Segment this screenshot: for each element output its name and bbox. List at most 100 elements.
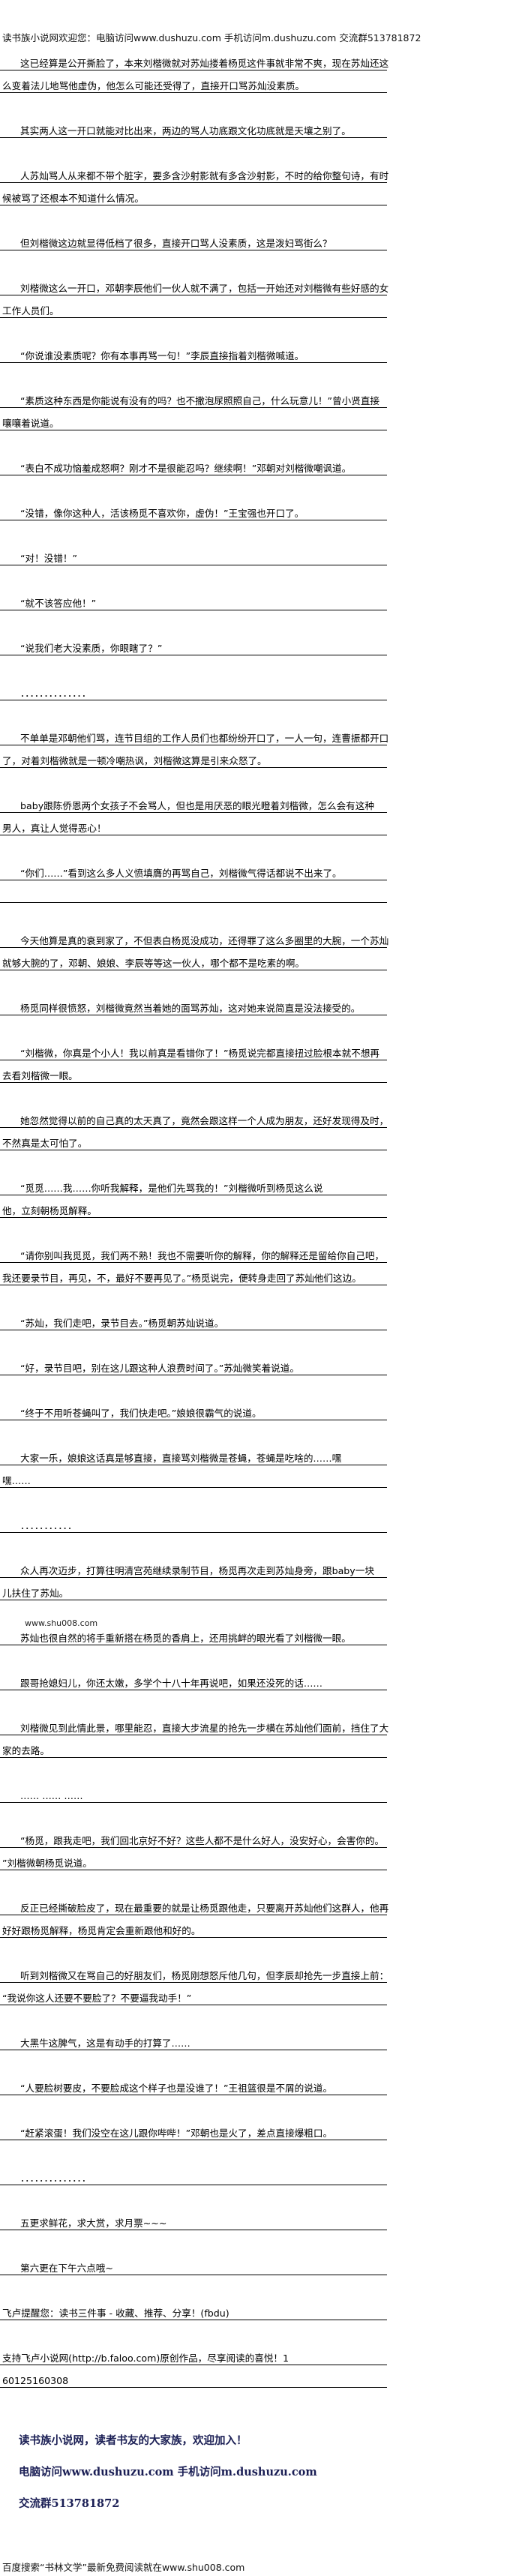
line-text: 她忽然觉得以前的自己真的太天真了，竟然会跟这样一个人成为朋友，还好发现得及时，	[20, 1115, 389, 1126]
line-text: 了，对着刘楷微就是一顿冷嘲热讽，刘楷微这算是引来众怒了。	[2, 755, 267, 766]
paragraph: 不单单是邓朝他们骂，连节目组的工作人员们也都纷纷开口了，一人一句，连曹振都开口了…	[0, 723, 389, 768]
line-text: 不单单是邓朝他们骂，连节目组的工作人员们也都纷纷开口了，一人一句，连曹振都开口	[20, 733, 389, 744]
line-text: 支持飞卢小说网(http://b.faloo.com)原创作品，尽享阅读的喜悦！…	[2, 2353, 290, 2364]
line-text: 这已经算是公开撕脸了，本来刘楷微就对苏灿搂着杨觅这件事就非常不爽，现在苏灿还这	[20, 58, 389, 69]
paragraph: …… …… ……	[0, 1780, 387, 1803]
line-text: ．．．．．．．．．．．	[20, 1520, 77, 1531]
paragraph: “终于不用听苍蝇叫了，我们快走吧。”娘娘很霸气的说道。	[0, 1398, 387, 1420]
line-text: 好好跟杨觅解释，杨觅肯定会重新跟他和好的。	[2, 1925, 201, 1936]
text-line: ．．．．．．．．．．．．．．	[0, 2163, 387, 2185]
text-line: 60125160308	[0, 2365, 387, 2388]
paragraph: 跟哥抢媳妇儿，你还太嫩，多学个十八十年再说吧，如果还没死的话……	[0, 1668, 387, 1690]
line-text: 人苏灿骂人从来都不带个脏字，要多含沙射影就有多含沙射影，不时的给你整句诗，有时	[20, 170, 389, 181]
paragraph: 人苏灿骂人从来都不带个脏字，要多含沙射影就有多含沙射影，不时的给你整句诗，有时候…	[0, 160, 389, 205]
line-text: “赶紧滚蛋！我们没空在这儿跟你哔哔！”邓朝也是火了，差点直接爆粗口。	[20, 2128, 333, 2139]
line-text: 跟哥抢媳妇儿，你还太嫩，多学个十八十年再说吧，如果还没死的话……	[20, 1678, 322, 1689]
paragraph: ．．．．．．．．．．．．．．	[0, 2163, 387, 2185]
line-text: 第六更在下午六点哦~	[20, 2263, 113, 2274]
paragraph: “你们……”看到这么多人义愤填膺的再骂自己，刘楷微气得话都说不出来了。	[0, 858, 387, 903]
text-line: 人苏灿骂人从来都不带个脏字，要多含沙射影就有多含沙射影，不时的给你整句诗，有时	[0, 160, 389, 183]
paragraph: 大黑牛这脾气，这是有动手的打算了……	[0, 2028, 387, 2050]
paragraph: 她忽然觉得以前的自己真的太天真了，竟然会跟这样一个人成为朋友，还好发现得及时， 不…	[0, 1105, 389, 1150]
line-text: “就不该答应他！”	[20, 598, 97, 609]
text-line: 我还要录节目，再见，不，最好不要再见了。”杨觅说完，便转身走回了苏灿他们这边。	[0, 1263, 387, 1285]
line-text: 候被骂了还根本不知道什么情况。	[2, 193, 144, 204]
text-line: ．．．．．．．．．．．	[0, 1510, 387, 1533]
text-line: …… …… ……	[0, 1780, 387, 1803]
text-line: “赶紧滚蛋！我们没空在这儿跟你哔哔！”邓朝也是火了，差点直接爆粗口。	[0, 2118, 387, 2140]
paragraph: 这已经算是公开撕脸了，本来刘楷微就对苏灿搂着杨觅这件事就非常不爽，现在苏灿还这么…	[0, 48, 389, 93]
line-text: “你说谁没素质呢？你有本事再骂一句！”李辰直接指着刘楷微喊道。	[20, 350, 304, 361]
text-line: 今天他算是真的衰到家了，不但表白杨觅没成功，还得罪了这么多圈里的大腕，一个苏灿	[0, 925, 388, 948]
line-text: 么变着法儿地骂他虚伪，他怎么可能还受得了，直接开口骂苏灿没素质。	[2, 80, 304, 91]
line-text: 刘楷微这么一开口，邓朝李辰他们一伙人就不满了，包括一开始还对刘楷微有些好感的女	[20, 283, 389, 294]
paragraph: “杨觅，跟我走吧，我们回北京好不好？这些人都不是什么好人，没安好心，会害你的。”…	[0, 1825, 387, 1870]
line-text: “对！没错！”	[20, 553, 78, 564]
paragraph: 飞卢提醒您：读书三件事 - 收藏、推荐、分享！(fbdu)	[0, 2298, 387, 2320]
footer-access-links[interactable]: 电脑访问www.dushuzu.com 手机访问m.dushuzu.com	[19, 2466, 317, 2479]
line-text: 反正已经撕破脸皮了，现在最重要的就是让杨觅跟他走，只要离开苏灿他们这群人，他再	[20, 1903, 389, 1914]
text-line: 么变着法儿地骂他虚伪，他怎么可能还受得了，直接开口骂苏灿没素质。	[0, 70, 387, 93]
line-text: 就够大腕的了，邓朝、娘娘、李辰等等这一伙人，哪个都不是吃素的啊。	[2, 958, 304, 969]
text-line: 跟哥抢媳妇儿，你还太嫩，多学个十八十年再说吧，如果还没死的话……	[0, 1668, 387, 1690]
text-line: ．．．．．．．．．．．．．．	[0, 678, 387, 700]
line-text: “好，录节目吧，别在这儿跟这种人浪费时间了。”苏灿微笑着说道。	[20, 1363, 299, 1374]
line-text: 苏灿也很自然的将手重新搭在杨觅的香肩上，还用挑衅的眼光看了刘楷微一眼。	[20, 1633, 351, 1644]
line-text: 听到刘楷微又在骂自己的好朋友们，杨觅刚想怒斥他几句，但李辰却抢先一步直接上前：	[20, 1970, 389, 1981]
site-header-notice: 读书族小说网欢迎您：电脑访问www.dushuzu.com 手机访问m.dush…	[2, 32, 422, 43]
text-line: 嘿……	[0, 1465, 387, 1488]
text-line: “人要脸树要皮，不要脸成这个样子也是没谁了！”王祖篮很是不屑的说道。	[0, 2073, 387, 2095]
text-line: baby跟陈侨恩两个女孩子不会骂人，但也是用厌恶的眼光瞪着刘楷微，怎么会有这种	[0, 790, 387, 813]
text-line: 其实两人这一开口就能对比出来，两边的骂人功底跟文化功底就是天壤之别了。	[0, 115, 387, 138]
text-line: 不单单是邓朝他们骂，连节目组的工作人员们也都纷纷开口了，一人一句，连曹振都开口	[0, 723, 389, 745]
text-line: 他，立刻朝杨觅解释。	[0, 1195, 387, 1218]
paragraph: “觅觅……我……你听我解释，是他们先骂我的！”刘楷微听到杨觅这么说他，立刻朝杨觅…	[0, 1173, 387, 1218]
paragraph: ．．．．．．．．．．．	[0, 1510, 387, 1533]
text-line: 支持飞卢小说网(http://b.faloo.com)原创作品，尽享阅读的喜悦！…	[0, 2343, 387, 2365]
line-text: “你们……”看到这么多人义愤填膺的再骂自己，刘楷微气得话都说不出来了。	[20, 868, 342, 879]
line-text: baby跟陈侨恩两个女孩子不会骂人，但也是用厌恶的眼光瞪着刘楷微，怎么会有这种	[20, 800, 374, 811]
line-text: “刘楷微，你真是个小人！我以前真是看错你了！”杨觅说完都直接扭过脸根本就不想再	[20, 1048, 380, 1059]
text-line: “对！没错！”	[0, 543, 387, 565]
text-line: “我说你这人还要不要脸了？不要逼我动手！”	[0, 1983, 387, 2005]
line-text: 刘楷微见到此情此景，哪里能忍，直接大步流星的抢先一步横在苏灿他们面前，挡住了大	[20, 1723, 389, 1734]
text-line: 反正已经撕破脸皮了，现在最重要的就是让杨觅跟他走，只要离开苏灿他们这群人，他再	[0, 1893, 389, 1915]
footer-group-number: 交流群513781872	[19, 2497, 120, 2510]
text-line: “素质这种东西是你能说有没有的吗？也不撒泡尿照照自己，什么玩意儿！”曾小贤直接	[0, 385, 387, 408]
line-text: 众人再次迈步，打算往明清宫苑继续录制节目，杨觅再次走到苏灿身旁，跟baby一块	[20, 1565, 374, 1576]
line-text: ”刘楷微朝杨觅说道。	[2, 1858, 92, 1869]
line-text: “素质这种东西是你能说有没有的吗？也不撒泡尿照照自己，什么玩意儿！”曾小贤直接	[20, 395, 380, 406]
line-text: 大黑牛这脾气，这是有动手的打算了……	[20, 2038, 190, 2049]
paragraph: 第六更在下午六点哦~	[0, 2253, 387, 2275]
text-line: “终于不用听苍蝇叫了，我们快走吧。”娘娘很霸气的说道。	[0, 1398, 387, 1420]
text-line: 了，对着刘楷微就是一顿冷嘲热讽，刘楷微这算是引来众怒了。	[0, 745, 387, 768]
line-text: 儿扶住了苏灿。	[2, 1588, 69, 1599]
line-text: 五更求鲜花，求大赏，求月票~~~	[20, 2218, 167, 2229]
paragraph: “请你别叫我觅觅，我们两不熟！我也不需要听你的解释，你的解释还是留给你自己吧，我…	[0, 1240, 387, 1285]
text-line: 就够大腕的了，邓朝、娘娘、李辰等等这一伙人，哪个都不是吃素的啊。	[0, 948, 387, 970]
paragraph: “赶紧滚蛋！我们没空在这儿跟你哔哔！”邓朝也是火了，差点直接爆粗口。	[0, 2118, 387, 2140]
line-text: 他，立刻朝杨觅解释。	[2, 1205, 97, 1216]
line-text: 男人，真让人觉得恶心！	[2, 823, 106, 834]
paragraph: “对！没错！”	[0, 543, 387, 565]
paragraph: “好，录节目吧，别在这儿跟这种人浪费时间了。”苏灿微笑着说道。	[0, 1353, 387, 1375]
line-text: 工作人员们。	[2, 305, 59, 316]
paragraph: 五更求鲜花，求大赏，求月票~~~	[0, 2208, 387, 2230]
paragraph: “人要脸树要皮，不要脸成这个样子也是没谁了！”王祖篮很是不屑的说道。	[0, 2073, 387, 2095]
line-text: “表白不成功恼羞成怒啊？刚才不是很能忍吗？继续啊！”邓朝对刘楷微嘲讽道。	[20, 463, 352, 474]
line-text: 家的去路。	[2, 1745, 50, 1756]
paragraph: “素质这种东西是你能说有没有的吗？也不撒泡尿照照自己，什么玩意儿！”曾小贤直接嚷…	[0, 385, 387, 430]
text-line: 好好跟杨觅解释，杨觅肯定会重新跟他和好的。	[0, 1915, 387, 1938]
text-line: 男人，真让人觉得恶心！	[0, 813, 387, 835]
text-line: 不然真是太可怕了。	[0, 1128, 387, 1150]
text-line: 飞卢提醒您：读书三件事 - 收藏、推荐、分享！(fbdu)	[0, 2298, 387, 2320]
paragraph: “就不该答应他！”	[0, 588, 387, 610]
paragraph: “苏灿，我们走吧，录节目去。”杨觅朝苏灿说道。	[0, 1308, 387, 1330]
text-line: 第六更在下午六点哦~	[0, 2253, 387, 2275]
paragraph: 刘楷微见到此情此景，哪里能忍，直接大步流星的抢先一步横在苏灿他们面前，挡住了大家…	[0, 1713, 389, 1758]
line-text: 大家一乐，娘娘这话真是够直接，直接骂刘楷微是苍蝇，苍蝇是吃啥的……嘿	[20, 1453, 342, 1464]
text-line: “苏灿，我们走吧，录节目去。”杨觅朝苏灿说道。	[0, 1308, 387, 1330]
paragraph: 众人再次迈步，打算往明清宫苑继续录制节目，杨觅再次走到苏灿身旁，跟baby一块儿…	[0, 1555, 387, 1600]
